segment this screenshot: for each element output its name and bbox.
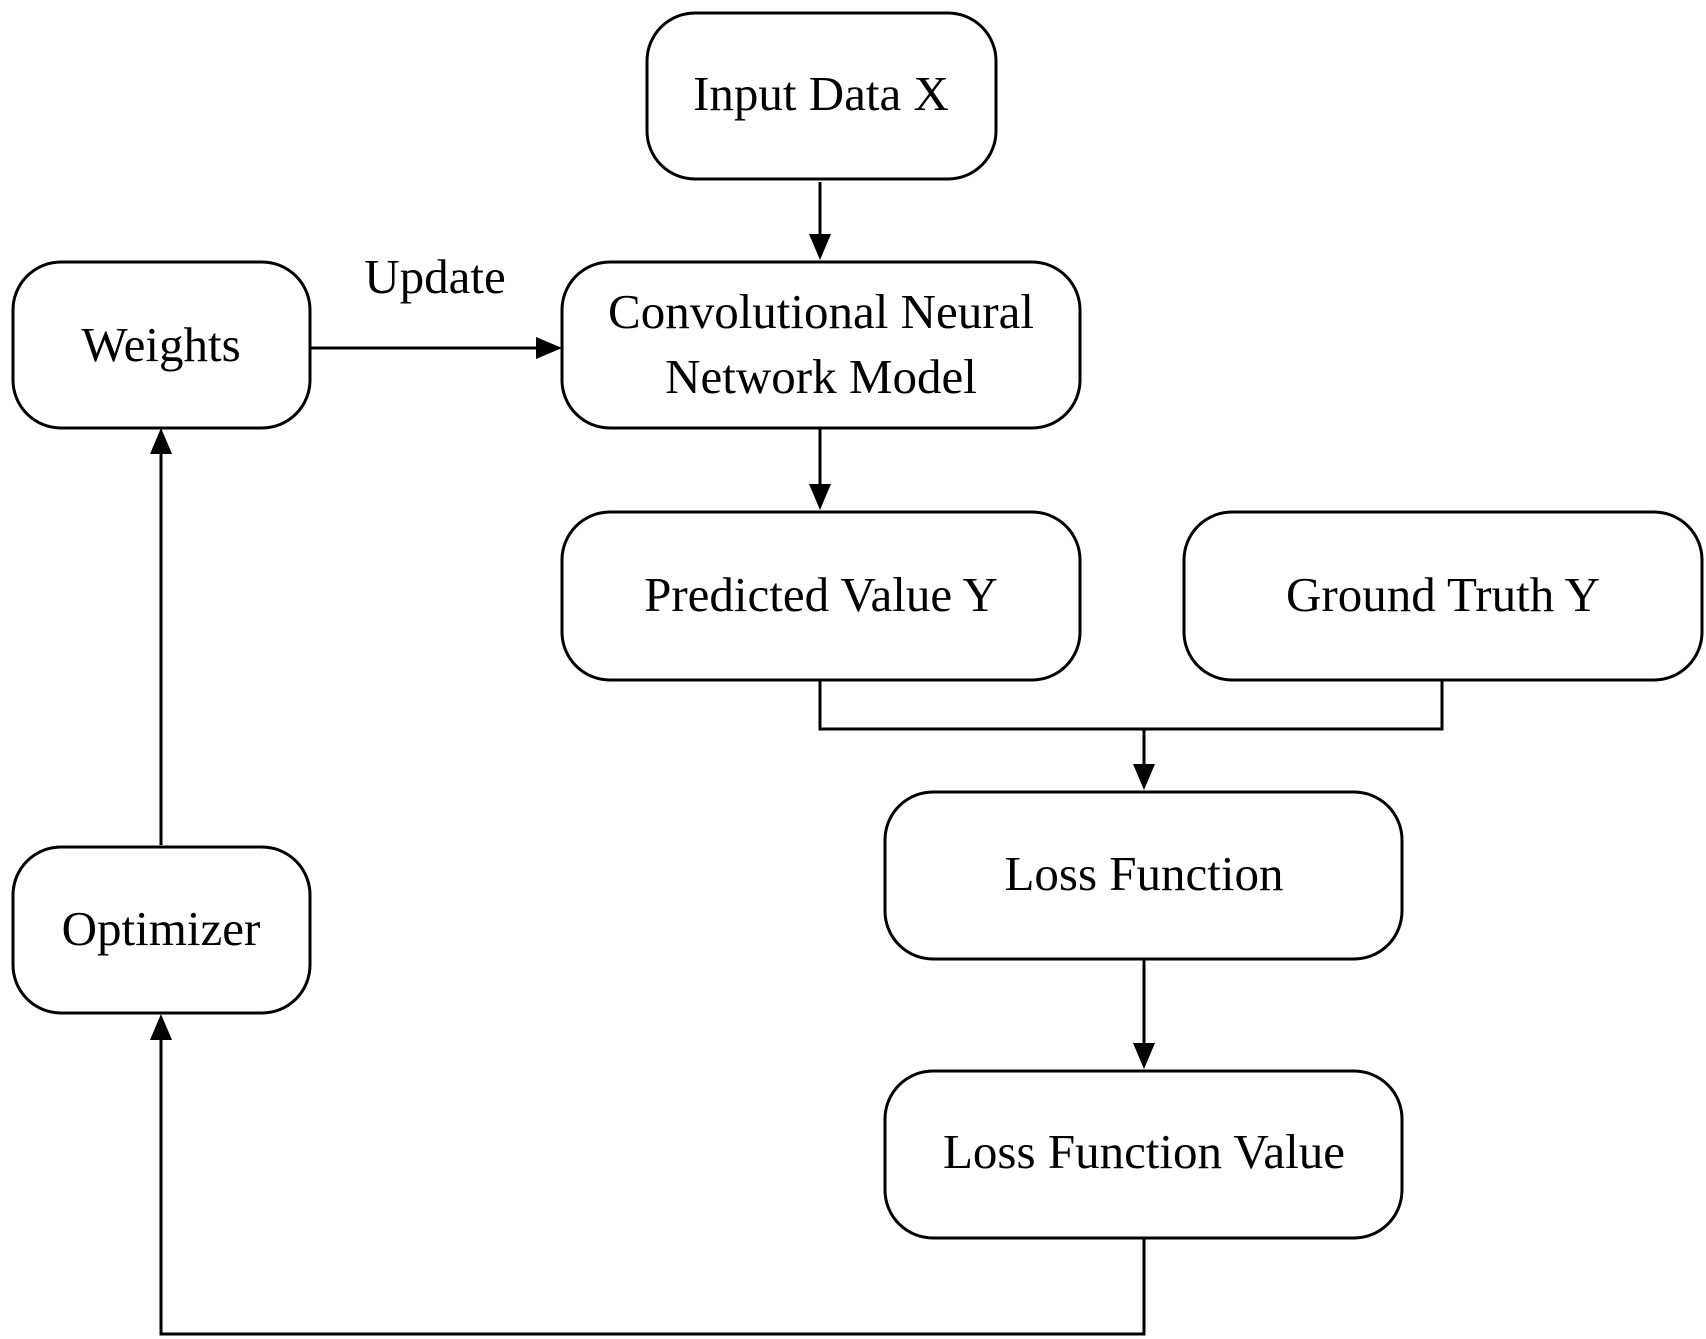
node-loss-function-label: Loss Function [1004, 846, 1283, 901]
node-cnn-model-label-line-1: Convolutional Neural [608, 284, 1034, 339]
arrowhead-cnn-to-predicted [809, 484, 831, 510]
arrow-loss-value-to-optimizer [159, 1038, 1146, 1336]
node-predicted-value: Predicted Value Y [560, 510, 1082, 682]
node-optimizer: Optimizer [11, 845, 312, 1015]
node-loss-function-value-label: Loss Function Value [943, 1124, 1345, 1179]
node-cnn-model-label-line-2: Network Model [665, 349, 977, 404]
node-ground-truth-label: Ground Truth Y [1286, 567, 1600, 622]
node-optimizer-label: Optimizer [62, 901, 261, 956]
arrowhead-input-to-cnn [809, 234, 831, 260]
arrowhead-weights-to-cnn [536, 337, 562, 359]
connector-predicted-merge [818, 681, 1444, 731]
arrowhead-loss-value-to-optimizer [150, 1014, 172, 1040]
node-weights-label: Weights [81, 317, 240, 372]
update-edge-label: Update [364, 249, 506, 304]
arrowhead-merge-to-loss-function [1133, 764, 1155, 790]
arrowhead-loss-function-to-value [1133, 1043, 1155, 1069]
connectors [150, 182, 1444, 1336]
node-input-data-label: Input Data X [693, 66, 949, 121]
node-cnn-model: Convolutional Neural Network Model [560, 260, 1082, 430]
arrowhead-optimizer-to-weights [150, 428, 172, 454]
node-weights: Weights [11, 260, 312, 430]
node-ground-truth: Ground Truth Y [1182, 510, 1704, 682]
node-loss-function-value: Loss Function Value [883, 1069, 1404, 1240]
node-input-data: Input Data X [645, 11, 998, 181]
node-loss-function: Loss Function [883, 790, 1404, 961]
node-predicted-value-label: Predicted Value Y [644, 567, 998, 622]
